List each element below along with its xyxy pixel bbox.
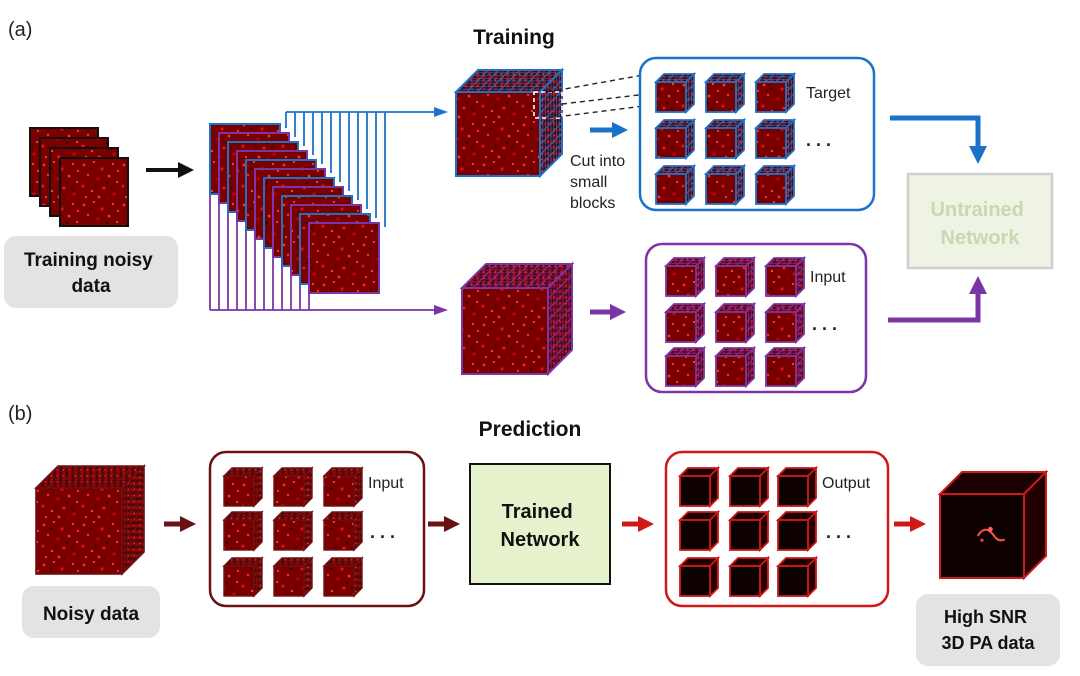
- panel-b-title: Prediction: [479, 418, 582, 441]
- small-block: [727, 509, 771, 553]
- small-block: [775, 555, 819, 599]
- noisy-volume: [34, 464, 146, 576]
- target-ellipsis: . . .: [806, 130, 831, 150]
- arrow-to-input-volume: [434, 305, 448, 315]
- small-block: [677, 465, 721, 509]
- training-noisy-data-box: [4, 236, 178, 308]
- noisy-data-box: [22, 586, 160, 638]
- small-block: [222, 556, 264, 598]
- output-blocks-box: [664, 450, 890, 608]
- output-blocks-grid: [677, 465, 819, 599]
- small-block: [653, 71, 697, 115]
- small-block: [775, 465, 819, 509]
- small-block: [653, 163, 697, 207]
- input-blocks-grid-b: [222, 466, 364, 598]
- untrained-network-label: Untrained Network: [931, 199, 1030, 249]
- noisy-data-cube: [34, 464, 146, 576]
- small-block: [272, 556, 314, 598]
- small-block: [322, 556, 364, 598]
- small-block: [322, 510, 364, 552]
- untrained-network-box: [906, 172, 1054, 270]
- small-block: [753, 117, 797, 161]
- small-block: [703, 117, 747, 161]
- input-to-network-arrow: [888, 276, 987, 323]
- target-to-network-arrow: [890, 115, 987, 164]
- input-label-b: Input: [368, 475, 404, 492]
- panel-b-label: (b): [8, 403, 32, 425]
- small-block: [727, 465, 771, 509]
- input-volume: [459, 261, 575, 377]
- small-block: [703, 71, 747, 115]
- panel-b: (b) Prediction Noisy data Input . . . Tr…: [8, 403, 1060, 666]
- input-volume-cube: [459, 261, 575, 377]
- arrow-to-frames: [146, 162, 194, 178]
- small-block: [677, 509, 721, 553]
- small-block: [763, 345, 807, 389]
- small-block: [775, 509, 819, 553]
- arrow-noisy-to-input: [164, 516, 196, 532]
- small-block: [763, 255, 807, 299]
- target-blocks-grid: [653, 71, 797, 207]
- small-block: [322, 466, 364, 508]
- panel-a-title: Training: [473, 26, 555, 49]
- small-block: [272, 466, 314, 508]
- small-block: [703, 163, 747, 207]
- arrow-to-target-volume: [434, 107, 448, 117]
- noisy-data-label: Noisy data: [43, 604, 140, 625]
- small-block: [653, 117, 697, 161]
- result-volume: [937, 469, 1049, 581]
- input-ellipsis-b: . . .: [370, 522, 395, 542]
- cut-into-blocks-label: Cut into small blocks: [570, 153, 630, 212]
- target-label: Target: [806, 85, 851, 102]
- output-label: Output: [822, 475, 871, 492]
- frame: [308, 222, 380, 294]
- trained-network-box: [469, 463, 611, 585]
- trained-network-label: Trained Network: [501, 501, 581, 551]
- cut-arrow: [590, 122, 628, 138]
- small-block: [222, 510, 264, 552]
- small-block: [713, 345, 757, 389]
- small-block: [727, 555, 771, 599]
- small-block: [272, 510, 314, 552]
- high-snr-label: High SNR 3D PA data: [941, 607, 1035, 653]
- frame-split-lines: [209, 111, 436, 311]
- panel-a: (a) Training Training noisy data: [4, 19, 1054, 394]
- training-noisy-data-label: Training noisy data: [24, 250, 158, 297]
- input-label-a: Input: [810, 269, 846, 286]
- small-block: [677, 555, 721, 599]
- small-block: [663, 345, 707, 389]
- small-block: [753, 163, 797, 207]
- high-snr-cube: [937, 469, 1049, 581]
- arrow-network-to-output: [622, 516, 654, 532]
- small-block: [763, 301, 807, 345]
- output-ellipsis: . . .: [826, 522, 851, 542]
- small-block: [713, 301, 757, 345]
- training-noisy-stack: [29, 127, 129, 227]
- purple-mid-arrow: [590, 304, 626, 320]
- input-blocks-box-b: [208, 450, 426, 608]
- high-snr-box: [916, 594, 1060, 666]
- panel-a-label: (a): [8, 19, 32, 41]
- small-block: [713, 255, 757, 299]
- target-volume-cube: [453, 67, 565, 179]
- small-block: [753, 71, 797, 115]
- input-ellipsis-a: . . .: [812, 314, 837, 334]
- target-volume: [453, 67, 565, 179]
- small-block: [222, 466, 264, 508]
- input-blocks-grid: [663, 255, 807, 389]
- small-block: [663, 301, 707, 345]
- frame-stack: [209, 123, 380, 294]
- arrow-input-to-network: [428, 516, 460, 532]
- small-block: [663, 255, 707, 299]
- arrow-output-to-result: [894, 516, 926, 532]
